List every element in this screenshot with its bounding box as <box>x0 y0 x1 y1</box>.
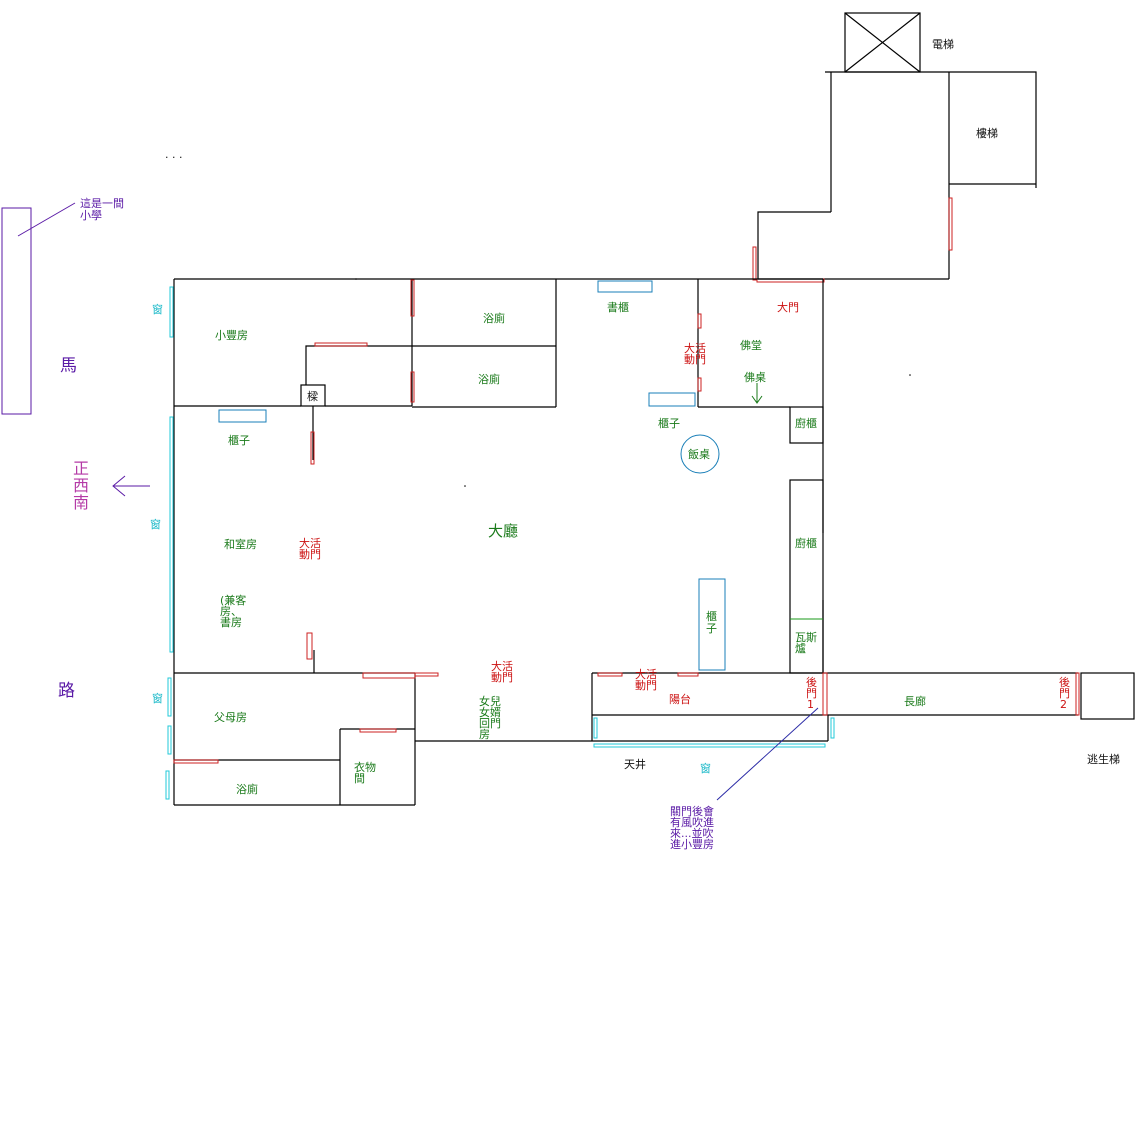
wind-note-line2: 有風吹進 <box>670 815 714 829</box>
direction-nan: 南 <box>73 493 89 512</box>
sliding-door-label-left-1: 大活 <box>299 536 321 550</box>
direction-zheng: 正 <box>73 459 89 478</box>
wind-note-pointer <box>716 707 819 801</box>
daughter-room-label-1: 女兒 <box>479 694 501 708</box>
stairs-label: 樓梯 <box>976 126 998 140</box>
house-walls <box>173 278 1135 806</box>
sliding-door-label-balcony-1: 大活 <box>635 667 657 681</box>
furniture <box>218 280 726 671</box>
corridor-label: 長廊 <box>904 694 926 708</box>
back-door-2-label-2: 門 <box>1059 687 1070 700</box>
kitchen-cabinet-label-1: 廚櫃 <box>795 416 817 430</box>
stairwell-door <box>948 197 953 251</box>
sliding-door-label-balcony-2: 動門 <box>635 678 657 692</box>
wind-note-line1: 關門後會 <box>670 804 714 818</box>
road-label-ma: 馬 <box>60 356 77 376</box>
west-arrow-icon <box>112 475 150 497</box>
stairwell-door-left <box>752 246 757 281</box>
cabinet-label-left: 櫃子 <box>228 433 250 447</box>
elevator-box <box>844 12 921 73</box>
living-room-label: 大廳 <box>488 522 518 540</box>
sliding-door-label-bottom-2: 動門 <box>491 670 513 684</box>
daughter-room-label-3: 回門 <box>479 717 501 730</box>
back-door-1-label-1: 後 <box>806 675 817 689</box>
direction-xi: 西 <box>73 476 89 495</box>
cabinet-shape-vertical <box>698 578 726 671</box>
guest-study-label-3: 書房 <box>220 615 242 629</box>
tatami-room-label: 和室房 <box>224 537 257 551</box>
sliding-door-label-left-2: 動門 <box>299 547 321 561</box>
gas-stove-label-1: 瓦斯 <box>795 631 817 644</box>
stray-dot-3 <box>464 485 466 487</box>
sliding-door-label-top-1: 大活 <box>684 341 706 355</box>
buddha-room-label: 佛堂 <box>740 339 762 352</box>
patio-label: 天井 <box>624 757 646 771</box>
cabinet-shape-small-room <box>218 409 267 423</box>
school-building <box>1 207 32 415</box>
windows <box>165 286 835 800</box>
balcony-label: 陽台 <box>669 692 691 706</box>
road-label-lu: 路 <box>58 681 75 701</box>
dots: . . . <box>165 148 182 161</box>
back-door-1-label-3: 1 <box>807 698 814 711</box>
back-door-2-label-1: 後 <box>1059 675 1070 689</box>
cabinet-vertical-label-1: 櫃 <box>706 609 717 623</box>
buddha-table-label: 佛桌 <box>744 371 766 384</box>
wind-note-line4: 進小豐房 <box>670 838 714 851</box>
doors <box>173 279 1080 764</box>
xiaofeng-room-label: 小豐房 <box>215 329 248 342</box>
sliding-door-label-bottom-1: 大活 <box>491 659 513 673</box>
closet-label-1: 衣物 <box>354 760 376 774</box>
guest-study-label-2: 房、 <box>220 605 242 618</box>
dining-table-shape <box>680 434 720 474</box>
stairwell-walls <box>757 71 1037 280</box>
school-pointer <box>17 202 76 237</box>
guest-study-label-1: (兼客 <box>220 593 246 607</box>
main-door-label: 大門 <box>777 300 799 314</box>
parents-room-label: 父母房 <box>214 711 247 724</box>
closet-label-2: 間 <box>354 772 365 785</box>
school-note-line2: 小學 <box>80 209 102 222</box>
kitchen-cabinet-label-2: 廚櫃 <box>795 536 817 550</box>
cabinet-shape-living <box>648 392 696 407</box>
gas-stove-label-2: 爐 <box>795 641 806 655</box>
window-label-2: 窗 <box>150 517 161 531</box>
back-door-1-label-2: 門 <box>806 687 817 700</box>
stray-dot-2 <box>909 374 911 376</box>
wind-note-line3: 來...並吹 <box>670 826 714 840</box>
cabinet-vertical-label-2: 子 <box>706 622 717 635</box>
beam-label: 樑 <box>307 390 318 403</box>
window-label-3: 窗 <box>152 691 163 705</box>
elevator-label: 電梯 <box>932 38 954 51</box>
daughter-room-label-2: 女婿 <box>479 705 501 719</box>
bath-bottom-label: 浴廁 <box>236 782 258 796</box>
bath-top-1-label: 浴廁 <box>483 311 505 325</box>
down-arrow-icon <box>751 383 763 404</box>
stray-dot-1 <box>355 278 357 280</box>
dining-table-label: 飯桌 <box>688 447 710 461</box>
cabinet-label-living: 櫃子 <box>658 416 680 430</box>
sliding-door-label-top-2: 動門 <box>684 352 706 366</box>
bath-top-2-label: 浴廁 <box>478 372 500 386</box>
window-label-1: 窗 <box>152 302 163 316</box>
escape-stairs-label: 逃生梯 <box>1087 752 1120 766</box>
window-label-4: 窗 <box>700 761 711 775</box>
bookcase-label: 書櫃 <box>607 300 629 314</box>
school-note-line1: 這是一間 <box>80 196 124 210</box>
back-door-2-label-3: 2 <box>1060 698 1067 711</box>
bookcase-shape <box>597 280 653 293</box>
daughter-room-label-4: 房 <box>479 728 490 741</box>
